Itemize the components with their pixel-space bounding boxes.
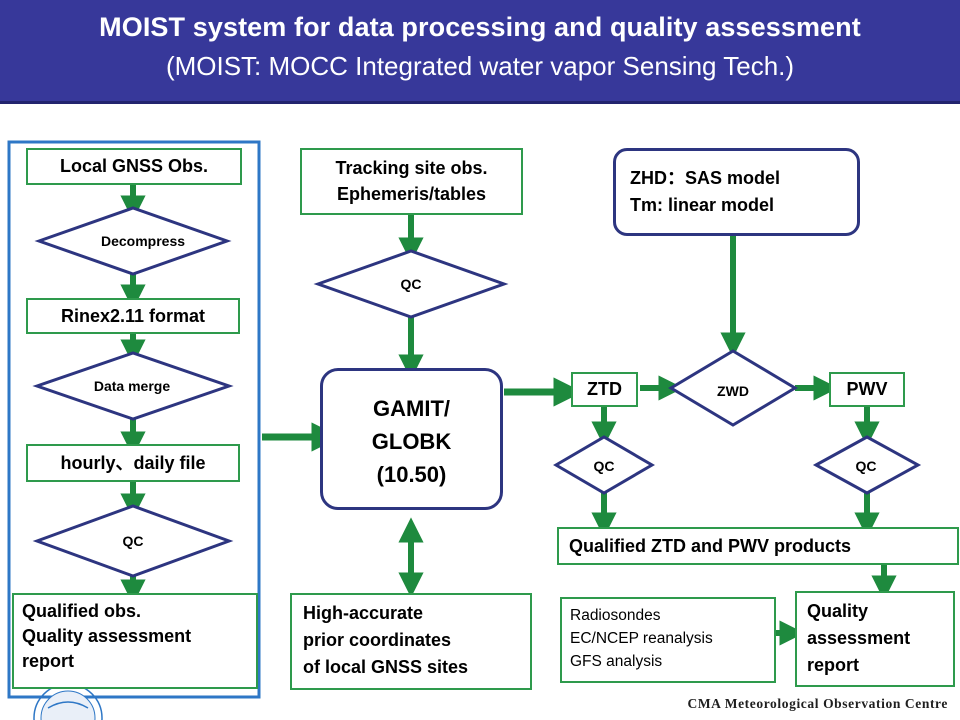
qualified-products-label: Qualified ZTD and PWV products xyxy=(569,536,852,556)
qualified-obs-line3: report xyxy=(22,651,75,671)
decompress-diamond xyxy=(34,206,232,276)
right-qc-left-diamond xyxy=(553,435,655,495)
model-line1: ZHD：SAS model xyxy=(630,168,781,188)
right-qc-left-label: QC xyxy=(593,458,615,474)
left-qc-diamond xyxy=(32,504,234,578)
hourly-daily-file-label: hourly、daily file xyxy=(60,453,206,473)
prior-line1: High-accurate xyxy=(303,603,424,623)
cma-logo-icon xyxy=(33,683,103,720)
center-qc-label: QC xyxy=(400,276,422,292)
gamit-line1: GAMIT/ xyxy=(373,396,450,421)
reference-data-box: Radiosondes EC/NCEP reanalysis GFS analy… xyxy=(560,597,776,683)
left-pipeline-frame xyxy=(7,140,261,699)
model-box: ZHD：SAS model Tm: linear model xyxy=(613,148,860,236)
decompress-label: Decompress xyxy=(100,233,186,249)
qualified-obs-line2: Quality assessment xyxy=(22,626,192,646)
prior-line2: prior coordinates xyxy=(303,630,452,650)
zwd-diamond xyxy=(668,349,798,427)
rinex-format-label: Rinex2.11 format xyxy=(60,306,206,326)
pwv-label: PWV xyxy=(846,379,888,399)
left-qc-label: QC xyxy=(122,533,144,549)
page-title: MOIST system for data processing and qua… xyxy=(99,12,861,42)
qualified-obs-line1: Qualified obs. xyxy=(22,601,142,621)
gamit-globk-box: GAMIT/ GLOBK (10.50) xyxy=(320,368,503,510)
right-qc-right-diamond xyxy=(812,435,922,495)
refs-line2: EC/NCEP reanalysis xyxy=(570,630,713,647)
rinex-format-box: Rinex2.11 format xyxy=(26,298,240,334)
gamit-line3: (10.50) xyxy=(376,462,447,487)
ztd-label: ZTD xyxy=(587,379,622,399)
prior-coordinates-box: High-accurate prior coordinates of local… xyxy=(290,593,532,690)
data-merge-diamond xyxy=(32,351,234,421)
model-line2: Tm: linear model xyxy=(630,195,775,215)
center-qc-diamond xyxy=(313,249,509,319)
pwv-box: PWV xyxy=(829,372,905,407)
local-gnss-obs-box: Local GNSS Obs. xyxy=(26,148,242,185)
tracking-line1: Tracking site obs. xyxy=(335,158,488,178)
gamit-line2: GLOBK xyxy=(371,429,452,454)
report-line1: Quality xyxy=(807,601,869,621)
ztd-box: ZTD xyxy=(571,372,638,407)
qualified-products-box: Qualified ZTD and PWV products xyxy=(557,527,959,565)
report-line2: assessment xyxy=(807,628,911,648)
local-gnss-obs-label: Local GNSS Obs. xyxy=(59,156,209,176)
qualified-obs-box: Qualified obs. Quality assessment report xyxy=(12,593,258,689)
report-line3: report xyxy=(807,655,860,675)
title-banner: MOIST system for data processing and qua… xyxy=(0,0,960,104)
refs-line3: GFS analysis xyxy=(570,653,663,670)
tracking-line2: Ephemeris/tables xyxy=(336,184,487,204)
refs-line1: Radiosondes xyxy=(570,607,661,624)
data-merge-label: Data merge xyxy=(93,378,171,394)
page-subtitle: (MOIST: MOCC Integrated water vapor Sens… xyxy=(165,51,795,81)
prior-line3: of local GNSS sites xyxy=(303,657,469,677)
hourly-daily-file-box: hourly、daily file xyxy=(26,444,240,482)
quality-report-box: Quality assessment report xyxy=(795,591,955,687)
organization-footer: CMA Meteorological Observation Centre xyxy=(687,696,948,711)
tracking-site-box: Tracking site obs. Ephemeris/tables xyxy=(300,148,523,215)
right-qc-right-label: QC xyxy=(855,458,877,474)
zwd-label: ZWD xyxy=(717,383,749,399)
